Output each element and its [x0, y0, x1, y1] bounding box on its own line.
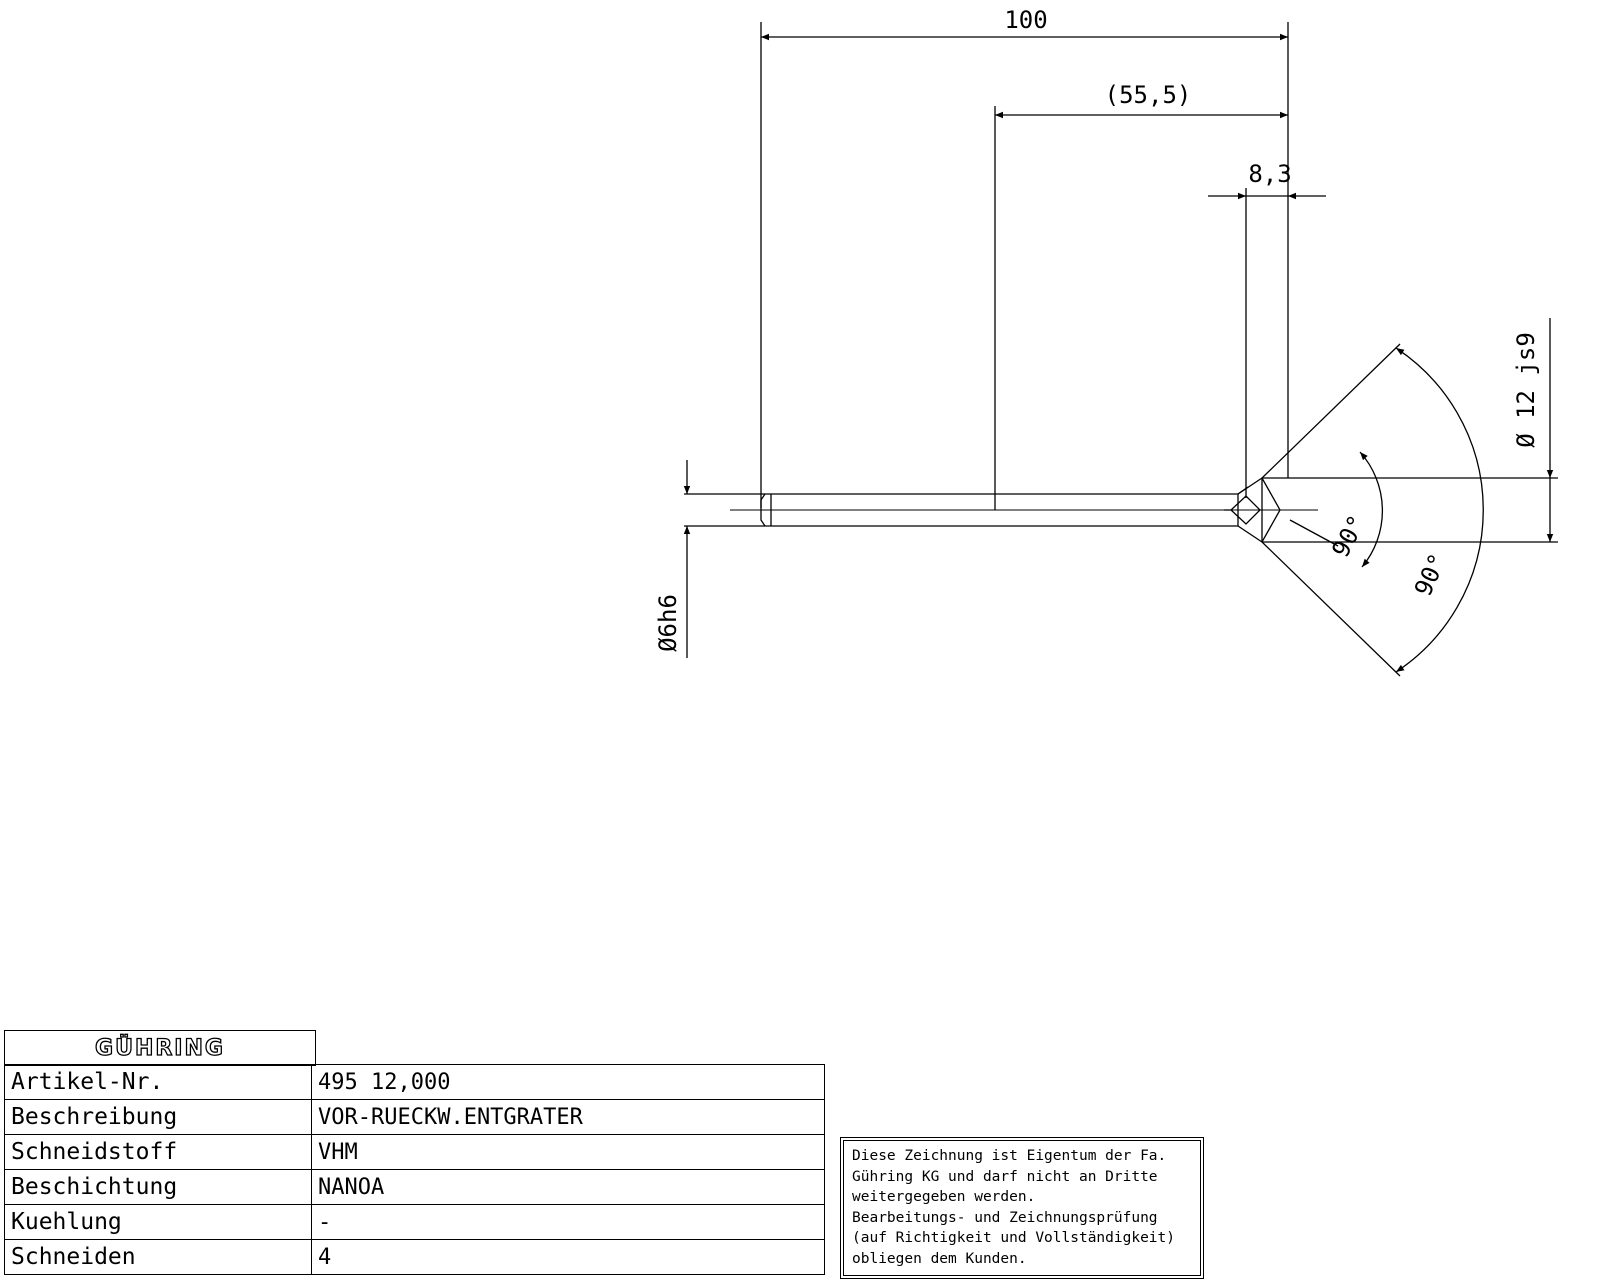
- note-line: (auf Richtigkeit und Vollständigkeit): [852, 1230, 1176, 1246]
- row-label: Kuehlung: [4, 1204, 312, 1240]
- row-label: Schneidstoff: [4, 1134, 312, 1170]
- row-value: -: [311, 1204, 825, 1240]
- company-logo-cell: GÜHRING: [4, 1030, 316, 1066]
- tool-head: [1237, 477, 1281, 543]
- row-value: 495 12,000: [311, 1064, 825, 1100]
- note-line: weitergegeben werden.: [852, 1189, 1036, 1205]
- note-line: obliegen dem Kunden.: [852, 1250, 1027, 1267]
- dim-shank-diameter: Ø6h6: [654, 594, 682, 652]
- angle-inner-label: 90°: [1326, 511, 1371, 562]
- note-line: Gühring KG und darf nicht an Dritte: [852, 1168, 1158, 1185]
- angle-outer-label: 90°: [1409, 549, 1452, 600]
- row-value: VHM: [311, 1134, 825, 1170]
- technical-drawing: 100 (55,5) 8,3 Ø6h6 Ø 12 js9 90° 90°: [654, 6, 1558, 677]
- row-label: Beschichtung: [4, 1169, 312, 1205]
- dim-reference-length: (55,5): [1105, 81, 1192, 109]
- dim-head-length: 8,3: [1248, 160, 1291, 188]
- table-row: Artikel-Nr.495 12,000: [4, 1064, 825, 1100]
- ownership-note-text: Diese Zeichnung ist Eigentum der Fa. Gühr…: [843, 1140, 1201, 1276]
- row-value: NANOA: [311, 1169, 825, 1205]
- dim-overall-length: 100: [1004, 6, 1047, 34]
- company-logo: GÜHRING: [94, 1035, 225, 1061]
- row-label: Artikel-Nr.: [4, 1064, 312, 1100]
- row-value: VOR-RUECKW.ENTGRATER: [311, 1099, 825, 1135]
- note-line: Bearbeitungs- und Zeichnungsprüfung: [852, 1209, 1158, 1226]
- dim-head-diameter: Ø 12 js9: [1512, 332, 1540, 448]
- row-label: Beschreibung: [4, 1099, 312, 1135]
- row-label: Schneiden: [4, 1239, 312, 1275]
- note-line: Diese Zeichnung ist Eigentum der Fa.: [852, 1148, 1167, 1164]
- angle-arc-inner: [1359, 451, 1384, 568]
- ownership-note: Diese Zeichnung ist Eigentum der Fa. Gühr…: [840, 1137, 1204, 1279]
- table-row: Kuehlung-: [4, 1204, 825, 1240]
- angle-arc-outer: [1395, 347, 1484, 673]
- row-value: 4: [311, 1239, 825, 1275]
